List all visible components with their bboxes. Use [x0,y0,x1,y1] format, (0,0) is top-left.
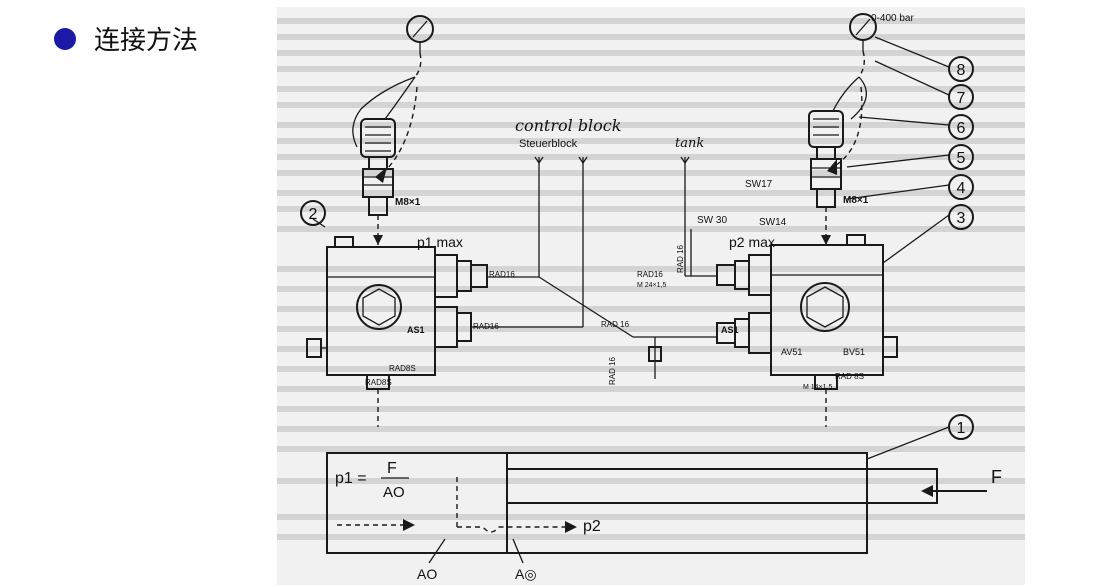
area-a0-label: AO [417,566,437,582]
callout-2: 2 [300,200,326,226]
callout-4: 4 [948,174,974,200]
m8-right-label: M8×1 [843,195,869,206]
as1-right-label: AS1 [721,325,739,335]
p2max-label: p2 max [729,234,775,250]
callout-5: 5 [948,144,974,170]
gauge-range-label: 0-400 bar [871,13,914,24]
formula-area: AO [383,484,405,501]
rad16-label-d: RAD 16 [601,320,630,329]
control-block-label: control block [515,116,621,135]
rad16-label-v: RAD 16 [676,244,685,273]
callout-8: 8 [948,56,974,82]
formula-p1: p1 = [335,470,367,487]
svg-text:1: 1 [957,420,966,437]
area-ax-label: A◎ [515,566,537,582]
rad8s-label-b: RAD8S [365,378,392,387]
left-connector-hose [352,76,418,245]
p2-label: p2 [583,518,601,535]
rad16-label-a: RAD16 [489,270,515,279]
sw30-label: SW 30 [697,215,727,226]
connection-diagram-figure: 8 7 6 5 4 3 2 [277,7,1025,585]
callout-3: 3 [948,204,974,230]
right-connector-hose [808,76,867,245]
formula-force: F [387,460,397,477]
rad16-label-e: RAD 16 [608,356,617,385]
right-gauge [849,13,877,78]
svg-text:2: 2 [309,206,318,223]
rad8s-label-a: RAD8S [389,364,416,373]
cylinder-assembly [326,452,987,564]
bullet-dot-icon [54,27,76,50]
bv51-label: BV51 [843,347,865,357]
tank-label: tank [675,136,704,151]
rad16-label-b: RAD16 [473,322,499,331]
m8-left-label: M8×1 [395,197,421,208]
svg-text:6: 6 [957,120,966,137]
control-lines [517,156,690,338]
rad16-label-c: RAD16 [637,270,663,279]
background-text-lines [277,18,1025,540]
callout-1: 1 [948,414,974,440]
svg-text:8: 8 [957,62,966,79]
svg-text:3: 3 [957,210,966,227]
callout-6: 6 [948,114,974,140]
thread-m24-label: M 24×1,5 [637,282,666,289]
sw17-label: SW17 [745,179,773,190]
thread-m14-label: M 14×1,5 [803,384,832,391]
left-gauge [406,15,434,78]
steuerblock-label: Steuerblock [519,138,578,150]
right-valve-block [633,229,898,427]
force-label: F [991,467,1002,487]
slide-heading: 连接方法 [94,26,199,56]
left-valve-block [306,236,517,427]
rad8s-label-c: RAD 8S [835,372,864,381]
sw14-label: SW14 [759,217,787,228]
av51-label: AV51 [781,347,802,357]
svg-text:4: 4 [957,180,966,197]
callout-leaders [312,36,950,460]
svg-text:5: 5 [957,150,966,167]
callout-7: 7 [948,84,974,110]
diagram-svg: 8 7 6 5 4 3 2 [277,7,1025,585]
as1-left-label: AS1 [407,325,425,335]
svg-text:7: 7 [957,90,966,107]
bullet-item: 连接方法 [54,20,198,57]
p1max-label: p1 max [417,234,463,250]
